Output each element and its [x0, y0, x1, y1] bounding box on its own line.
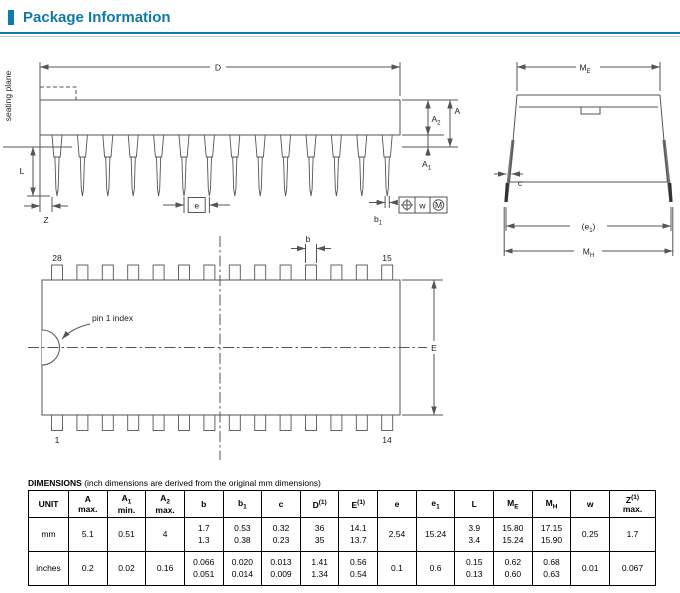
- side-view-drawing: D seating plane L Z e b1: [3, 60, 461, 227]
- dim-label-w: w: [418, 201, 426, 211]
- dim-label-E: E: [431, 343, 437, 353]
- dimensions-caption: DIMENSIONS (inch dimensions are derived …: [28, 478, 321, 488]
- col-d: D(1): [299, 490, 340, 518]
- package-leads-bottom: [51, 414, 394, 431]
- dim-label-MH: MH: [583, 247, 594, 260]
- pin-number-14: 14: [382, 435, 392, 445]
- dim-label-e1: (e1): [582, 222, 596, 235]
- col-e-cap: E(1): [338, 490, 379, 518]
- pin-number-1: 1: [55, 435, 60, 445]
- unit-cell: inches: [28, 551, 69, 586]
- dim-label-A: A: [455, 106, 461, 116]
- dim-label-L: L: [20, 166, 25, 176]
- col-w: w: [570, 490, 610, 518]
- col-e1: e1: [415, 490, 456, 518]
- header-gray-rule: [0, 36, 680, 37]
- dim-label-ME: ME: [579, 63, 590, 76]
- pin-number-28: 28: [52, 253, 62, 263]
- col-b: b: [183, 490, 224, 518]
- dim-label-e: e: [194, 201, 199, 211]
- dim-label-A2: A2: [432, 114, 442, 127]
- page-header: Package Information: [0, 0, 680, 26]
- dim-label-b1: b1: [374, 214, 383, 227]
- unit-cell: mm: [28, 517, 69, 552]
- table-row: inches 0.2 0.02 0.16 0.066 0.051 0.020 0…: [28, 551, 656, 586]
- col-z: Z(1)max.: [609, 490, 656, 518]
- true-position-icon: [401, 199, 413, 211]
- dim-label-A1: A1: [422, 159, 432, 172]
- top-view-drawing: b pin 1 index 28 15 1 14 E: [28, 234, 443, 460]
- mmc-icon: M: [432, 199, 445, 211]
- section-bullet-icon: [8, 10, 14, 25]
- package-leads-side: [51, 134, 393, 197]
- dim-label-c: c: [518, 178, 523, 188]
- pin1-index-label: pin 1 index: [92, 313, 134, 323]
- dim-label-D: D: [215, 63, 221, 73]
- seating-plane-label: seating plane: [3, 70, 13, 121]
- header-accent-rule: [0, 32, 680, 34]
- pin-number-15: 15: [382, 253, 392, 263]
- col-l: L: [454, 490, 495, 518]
- table-row: mm 5.1 0.51 4 1.7 1.3 0.53 0.38 0.32 0.2…: [28, 517, 656, 552]
- col-unit: UNIT: [28, 490, 69, 518]
- col-me: ME: [493, 490, 533, 518]
- col-c: c: [261, 490, 301, 518]
- col-b1: b1: [222, 490, 263, 518]
- dim-label-Z: Z: [43, 215, 48, 225]
- dim-label-b: b: [306, 234, 311, 244]
- col-mh: MH: [531, 490, 572, 518]
- col-e: e: [377, 490, 417, 518]
- end-view-drawing: ME c (e1) MH: [494, 60, 674, 260]
- svg-text:M: M: [435, 200, 442, 210]
- package-drawings: D seating plane L Z e b1: [3, 60, 674, 460]
- page-title: Package Information: [23, 9, 171, 26]
- package-leads-top: [51, 264, 394, 281]
